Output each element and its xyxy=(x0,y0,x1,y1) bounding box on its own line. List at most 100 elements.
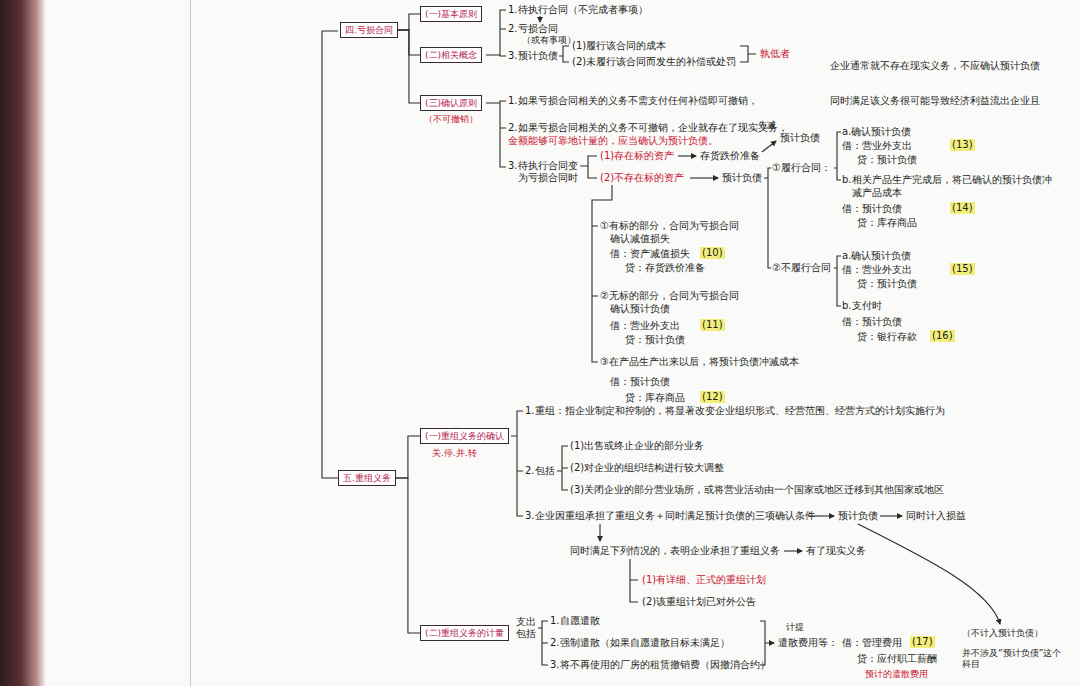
bracket xyxy=(764,168,771,268)
note-text: 企业通常就不存在现实义务，不应确认预计负债 xyxy=(830,60,1040,72)
note-text: （或有事项） xyxy=(522,35,576,46)
topic-text: (二)相关概念 xyxy=(425,50,477,60)
bracket xyxy=(511,411,523,516)
note-text: 为亏损合同时 xyxy=(518,172,578,184)
callout-number: (10) xyxy=(700,247,725,259)
arrow xyxy=(599,524,600,541)
note-text: 3.预计负债 xyxy=(508,50,558,62)
note-text: 2.亏损合同 xyxy=(508,23,558,35)
note-text: 借：管理费用 xyxy=(842,637,902,649)
callout-number: (14) xyxy=(950,202,975,214)
callout-number: (11) xyxy=(700,319,725,331)
bracket xyxy=(559,46,569,62)
note-text: ②无标的部分，合同为亏损合同 xyxy=(600,290,739,302)
note-text: a.确认预计负债 xyxy=(842,250,911,262)
note-text: 3.企业因重组承担了重组义务＋同时满足预计负债的三项确认条件 xyxy=(525,510,815,522)
curved-arrow xyxy=(858,524,1000,624)
note-text: 借：预计负债 xyxy=(842,203,902,215)
note-text: 金额能够可靠地计量的，应当确认为预计负债。 xyxy=(508,135,718,147)
note-text: 1.如果亏损合同相关的义务不需支付任何补偿即可撤销， xyxy=(508,95,758,107)
note-text: 2.包括 xyxy=(525,465,555,477)
note-text: 贷：应付职工薪酬 xyxy=(857,653,937,665)
photo-edge xyxy=(0,0,46,686)
branch-connector xyxy=(398,30,420,103)
branch-connector xyxy=(396,478,420,633)
note-text: ③在产品生产出来以后，将预计负债冲减成本 xyxy=(600,356,799,368)
note-text: 1.待执行合同（不完成者事项） xyxy=(508,4,648,16)
bracket xyxy=(486,10,506,56)
note-text: 贷：预计负债 xyxy=(857,154,917,166)
note-text: (2)未履行该合同而发生的补偿或处罚 xyxy=(572,56,736,68)
callout-number: (15) xyxy=(950,263,975,275)
note-text: ①履行合同： xyxy=(772,162,831,174)
arrow xyxy=(880,515,902,516)
topic-text: (三)确认原则 xyxy=(425,98,477,108)
bracket xyxy=(538,621,548,665)
note-text: 借：营业外支出 xyxy=(610,320,680,332)
note-text: 减产品成本 xyxy=(852,187,902,199)
note-text: b.相关产品生产完成后，将已确认的预计负债冲 xyxy=(842,174,1052,186)
note-text: 遣散费用等： xyxy=(778,637,838,649)
note-text: 3.待执行合同变 xyxy=(508,160,578,172)
topic-box: (一)重组义务的确认 xyxy=(420,428,509,444)
note-text: 有了现实义务 xyxy=(806,545,866,557)
note-text: 借：预计负债 xyxy=(610,376,670,388)
note-text: 1.重组：指企业制定和控制的，将显著改变企业组织形式、经营范围、经营方式的计划实… xyxy=(525,405,945,417)
note-text: 预计负债 xyxy=(780,132,820,144)
topic-text: (一)重组义务的确认 xyxy=(425,431,504,441)
note-text: (2)不存在标的资产 xyxy=(600,172,684,184)
branch-connector xyxy=(396,436,420,478)
note-text: 借：营业外支出 xyxy=(842,140,912,152)
bracket xyxy=(740,46,756,62)
bracket xyxy=(760,621,774,665)
topic-text: (一)基本原则 xyxy=(425,9,477,19)
note-text: 孰低者 xyxy=(760,48,790,60)
note-text: 预计负债 xyxy=(838,510,878,522)
bracket xyxy=(557,446,568,490)
note-text: 借：营业外支出 xyxy=(842,264,912,276)
note-text: 关.停.并.转 xyxy=(432,448,477,459)
note-text: 2.强制遣散（如果自愿遣散目标未满足） xyxy=(550,637,730,649)
note-text: 同时计入损益 xyxy=(906,510,966,522)
topic-box: (二)相关概念 xyxy=(420,47,482,63)
note-text: b.支付时 xyxy=(842,300,882,312)
note-text: 贷：银行存款 xyxy=(857,331,917,343)
note-text: 借：预计负债 xyxy=(842,316,902,328)
note-text: 确认预计负债 xyxy=(610,303,670,315)
note-text: 贷：库存商品 xyxy=(625,392,685,404)
note-text: 支出包括 xyxy=(516,616,536,640)
note-text: (2)该重组计划已对外公告 xyxy=(642,596,756,608)
note-text: 2.如果亏损合同相关的义务不可撤销，企业就存在了现实义务， xyxy=(508,122,788,134)
note-text: 贷：预计负债 xyxy=(625,334,685,346)
page-fold xyxy=(190,0,191,686)
topic-box: (三)确认原则 xyxy=(420,95,482,111)
note-text: 计提 xyxy=(786,622,804,633)
note-text: 预计的遣散费用 xyxy=(865,669,928,680)
note-text: 贷：存货跌价准备 xyxy=(625,262,705,274)
arrow xyxy=(539,16,540,22)
note-text: (1)出售或终止企业的部分业务 xyxy=(570,440,704,452)
note-text: 3.将不再使用的厂房的租赁撤销费（因撤消合约） xyxy=(550,659,770,671)
note-text: a.确认预计负债 xyxy=(842,126,911,138)
note-text: 同时满足下列情况的，表明企业承担了重组义务 xyxy=(570,545,780,557)
note-text: (2)对企业的组织结构进行较大调整 xyxy=(570,462,724,474)
note-text: 并不涉及“预计负债”这个科目 xyxy=(962,648,1062,670)
topic-text: 五.重组义务 xyxy=(343,473,391,483)
arrow xyxy=(678,155,696,156)
note-text: ②不履行合同 xyxy=(772,262,831,274)
note-text: 存货跌价准备 xyxy=(700,150,760,162)
callout-number: (17) xyxy=(910,636,935,648)
bracket xyxy=(580,156,597,178)
arrow xyxy=(784,550,802,551)
note-text: (3)关闭企业的部分营业场所，或将营业活动由一个国家或地区迁移到其他国家或地区 xyxy=(570,484,944,496)
note-text: 借：资产减值损失 xyxy=(610,248,690,260)
note-text: (1)有详细、正式的重组计划 xyxy=(642,574,766,586)
topic-box: (二)重组义务的计量 xyxy=(420,625,509,641)
note-text: 贷：预计负债 xyxy=(857,278,917,290)
note-text: 同时满足该义务很可能导致经济利益流出企业且 xyxy=(830,95,1040,107)
note-text: (1)履行该合同的成本 xyxy=(572,40,666,52)
bracket xyxy=(592,185,612,362)
topic-box: 五.重组义务 xyxy=(338,470,396,486)
arrow xyxy=(690,177,718,178)
note-text: 先减 xyxy=(758,120,776,131)
